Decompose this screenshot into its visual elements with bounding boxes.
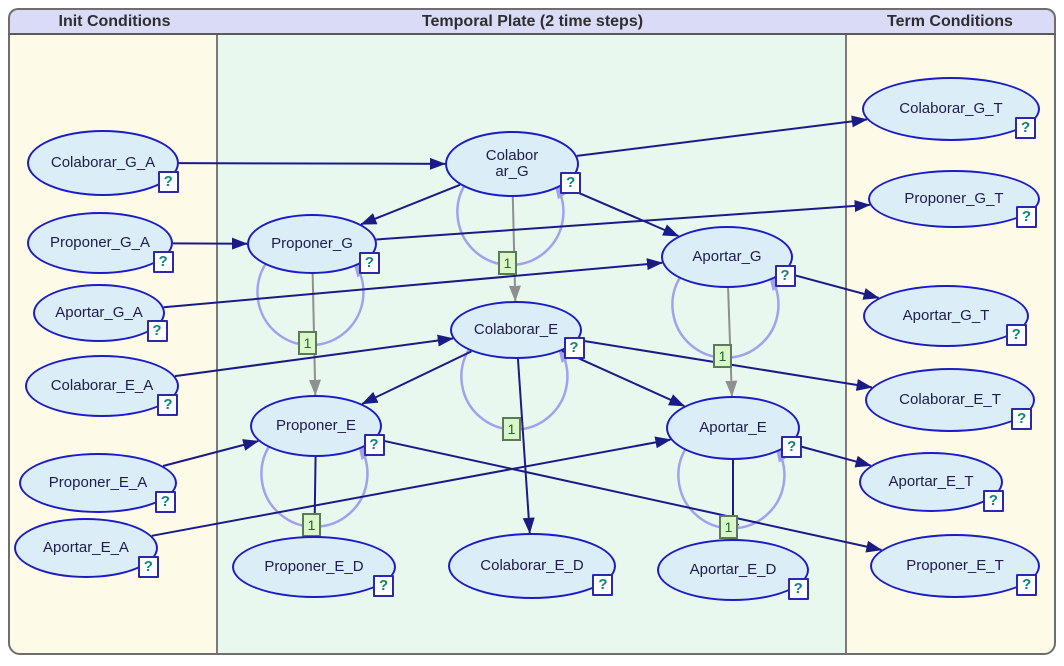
question-icon: ? [774,264,796,287]
init-conditions-header[interactable]: Init Conditions [10,10,219,33]
node-label-proponer_g_a: Proponer_G_A [49,233,151,251]
node-colaborar_g[interactable]: Colabor ar_G [445,131,579,197]
node-label-colaborar_g_a: Colaborar_G_A [50,153,156,171]
node-label-aportar_e_a: Aportar_E_A [43,538,129,556]
node-label-aportar_g_t: Aportar_G_T [902,306,990,324]
node-proponer_e[interactable]: Proponer_E [250,395,382,457]
plates-header: Init Conditions Temporal Plate (2 time s… [8,8,1056,35]
node-colaborar_e_a[interactable]: Colaborar_E_A [25,355,179,417]
question-icon: ? [781,436,803,458]
node-colaborar_g_a[interactable]: Colaborar_G_A [27,130,179,196]
node-colaborar_e_t[interactable]: Colaborar_E_T [865,368,1035,432]
question-icon: ? [146,320,168,343]
node-label-aportar_g_a: Aportar_G_A [55,303,143,321]
node-label-proponer_e: Proponer_E [275,416,357,434]
temporal-order-badge-colaborar_g[interactable]: 1 [498,251,517,275]
init-conditions-title: Init Conditions [58,12,171,30]
question-icon: ? [1011,408,1033,430]
temporal-order-badge-proponer_g[interactable]: 1 [298,331,317,355]
question-icon: ? [1015,206,1037,229]
node-aportar_e_d[interactable]: Aportar_E_D [657,539,809,601]
node-label-colaborar_e_a: Colaborar_E_A [50,376,154,394]
temporal-plate-header[interactable]: Temporal Plate (2 time steps) [219,10,846,33]
temporal-order-badge-proponer_e[interactable]: 1 [302,513,321,537]
node-label-aportar_e: Aportar_E [699,418,767,436]
term-conditions-title: Term Conditions [887,12,1013,30]
node-label-colaborar_e_t: Colaborar_E_T [899,390,1001,408]
node-aportar_e[interactable]: Aportar_E [666,396,800,460]
node-aportar_e_a[interactable]: Aportar_E_A [14,518,158,578]
plate-right-boundary [845,35,847,655]
question-icon: ? [1016,574,1038,596]
node-label-colaborar_e_d: Colaborar_E_D [480,556,584,574]
node-proponer_e_a[interactable]: Proponer_E_A [19,453,177,513]
question-icon: ? [157,393,179,416]
question-icon: ? [152,250,174,273]
node-label-aportar_e_t: Aportar_E_T [888,472,974,490]
temporal-order-badge-aportar_e[interactable]: 1 [719,515,738,539]
question-icon: ? [358,251,380,274]
temporal-order-badge-aportar_g[interactable]: 1 [713,344,732,368]
node-colaborar_e_d[interactable]: Colaborar_E_D [448,533,616,599]
node-aportar_e_t[interactable]: Aportar_E_T [859,452,1003,512]
node-label-proponer_g: Proponer_G [271,234,353,252]
plate-left-boundary [216,35,218,655]
node-aportar_g[interactable]: Aportar_G [661,226,793,288]
question-icon: ? [560,172,582,195]
node-label-proponer_e_d: Proponer_E_D [264,557,364,575]
node-colaborar_g_t[interactable]: Colaborar_G_T [862,77,1040,141]
question-icon: ? [787,577,809,600]
question-icon: ? [1005,323,1027,346]
node-aportar_g_a[interactable]: Aportar_G_A [33,284,165,342]
term-conditions-header[interactable]: Term Conditions [846,10,1054,33]
question-icon: ? [137,555,159,578]
node-label-proponer_g_t: Proponer_G_T [904,189,1004,207]
question-icon: ? [157,171,179,194]
node-label-colaborar_g_t: Colaborar_G_T [899,99,1003,117]
question-icon: ? [154,490,176,513]
question-icon: ? [982,489,1004,512]
node-label-proponer_e_t: Proponer_E_T [906,556,1004,574]
node-colaborar_e[interactable]: Colaborar_E [450,301,582,359]
question-icon: ? [592,574,614,597]
node-aportar_g_t[interactable]: Aportar_G_T [863,285,1029,347]
temporal-plate-title: Temporal Plate (2 time steps) [421,12,644,30]
node-label-colaborar_g: Colabor ar_G [485,146,539,180]
node-proponer_g[interactable]: Proponer_G [247,214,377,274]
question-icon: ? [1015,117,1037,139]
node-proponer_e_t[interactable]: Proponer_E_T [870,534,1040,598]
node-label-proponer_e_a: Proponer_E_A [48,473,148,491]
question-icon: ? [563,337,585,360]
node-label-aportar_e_d: Aportar_E_D [689,560,777,578]
temporal-order-badge-colaborar_e[interactable]: 1 [502,417,521,441]
node-proponer_g_a[interactable]: Proponer_G_A [27,212,173,274]
question-icon: ? [363,433,385,456]
node-proponer_g_t[interactable]: Proponer_G_T [868,170,1040,228]
node-proponer_e_d[interactable]: Proponer_E_D [232,536,396,598]
question-icon: ? [373,574,395,597]
node-label-aportar_g: Aportar_G [692,247,762,265]
node-label-colaborar_e: Colaborar_E [473,320,559,338]
